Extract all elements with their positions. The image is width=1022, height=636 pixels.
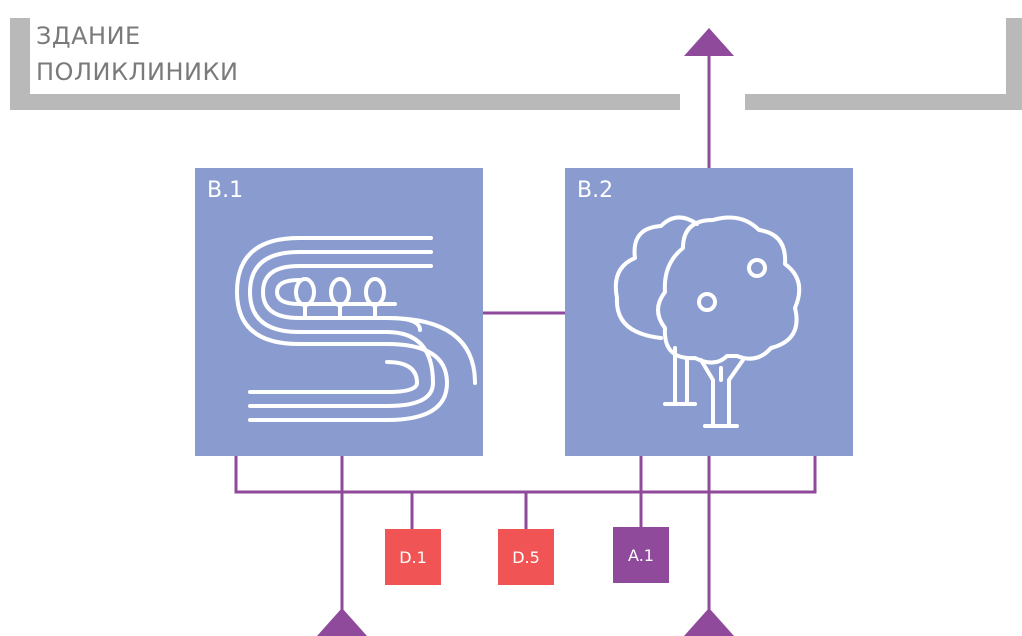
zone-b2[interactable]: B.2	[565, 168, 853, 456]
tag-d1-label: D.1	[399, 547, 427, 567]
building-title-line1: ЗДАНИЕ	[36, 22, 141, 50]
wall-bottom-right	[745, 94, 1022, 110]
zone-b1-label: B.1	[207, 178, 244, 203]
zone-b2-label: B.2	[577, 178, 614, 203]
arrow-up-bottom-left	[317, 608, 367, 636]
connector-network	[234, 50, 817, 615]
wall-bottom-left	[10, 94, 680, 110]
bus-line	[234, 456, 817, 494]
tag-d5-label: D.5	[512, 547, 540, 567]
zone-b1[interactable]: B.1	[195, 168, 483, 456]
wall-left-vertical	[10, 18, 30, 110]
building-title-line2: ПОЛИКЛИНИКИ	[36, 58, 239, 86]
tag-d5[interactable]: D.5	[498, 529, 554, 585]
tag-a1-label: A.1	[628, 545, 654, 565]
building-wall	[10, 18, 1022, 110]
path-with-trees-icon	[234, 236, 477, 422]
arrow-up-bottom-right	[684, 608, 734, 636]
tag-d1[interactable]: D.1	[385, 529, 441, 585]
arrow-up-top	[684, 28, 734, 56]
tag-a1[interactable]: A.1	[613, 527, 669, 583]
trees-icon	[613, 215, 802, 428]
wall-right-vertical	[1006, 18, 1022, 110]
